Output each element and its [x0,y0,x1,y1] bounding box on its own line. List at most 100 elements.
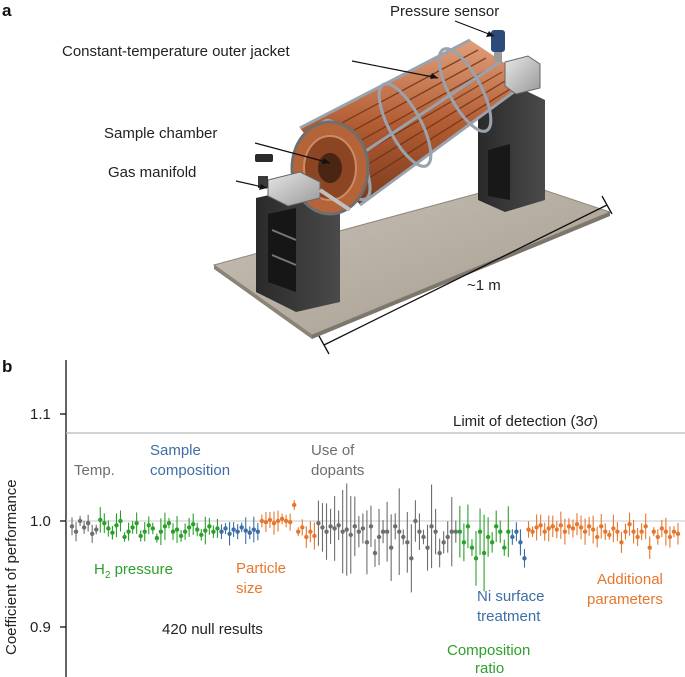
data-point [441,540,446,545]
gas-manifold [255,154,352,212]
data-point [578,525,584,530]
data-point [94,527,99,532]
data-point [582,529,588,534]
data-point [445,534,450,540]
data-point [98,517,103,523]
data-point [239,525,244,530]
data-point [607,532,612,538]
data-point [114,523,119,528]
data-point [215,526,220,531]
data-point [655,534,660,540]
data-point [506,529,511,534]
data-point [122,534,127,540]
data-point [550,524,555,529]
data-point [146,523,151,528]
data-point [110,530,115,535]
data-point [267,517,273,523]
data-point [186,525,192,530]
data-point [364,540,370,545]
data-point [251,527,256,532]
group-label-composition-ratio-2: ratio [475,660,504,677]
data-point [207,524,212,529]
data-point [413,518,418,524]
data-point [118,518,123,524]
data-point [328,524,333,529]
data-point [259,518,265,524]
data-point [158,529,164,534]
panel-b-letter: b [2,357,12,376]
data-point [275,518,281,524]
group-label-temp: Temp. [74,462,115,479]
data-point [312,533,317,539]
data-point [368,524,374,529]
data-point [562,529,568,534]
data-point [344,527,349,532]
data-point [534,525,539,530]
left-stand [256,188,340,312]
data-point [429,524,434,529]
data-point [376,534,382,540]
data-point [384,529,390,534]
data-point [150,526,155,531]
panel-b-chart: 1.1 1.0 0.9 Coefficient of performance L… [3,360,685,677]
data-point [635,534,640,540]
data-point [162,524,168,529]
data-point [421,534,426,540]
data-point [81,525,87,530]
data-point [542,529,547,534]
data-point [615,529,620,534]
data-point [195,527,200,532]
data-point [417,529,422,534]
data-point [526,527,531,532]
group-label-composition-ratio-1: Composition [447,642,530,659]
data-point [595,534,600,540]
panel-a-annotations: Pressure sensor Constant-temperature out… [62,3,613,355]
data-point [546,526,551,531]
data-point [219,529,224,534]
data-point [90,531,95,537]
data-point [518,540,523,545]
y-tick-label-1-0: 1.0 [30,513,51,530]
data-point [453,529,458,534]
data-point [296,529,301,534]
pressure-sensor [491,30,541,95]
data-points [69,483,681,593]
data-point [659,526,665,531]
data-point [320,525,325,530]
data-point [191,522,196,527]
data-point [316,520,321,526]
data-point [401,534,406,540]
data-point [667,534,673,540]
limit-of-detection-label: Limit of detection (3σ) [453,413,598,430]
data-point [279,516,285,522]
data-point [473,556,479,561]
data-point [138,533,143,539]
data-point [643,524,648,529]
group-label-dopants-1: Use of [311,442,355,459]
data-point [611,526,616,531]
data-point [130,525,135,530]
data-point [154,535,160,541]
data-point [235,529,240,534]
data-point [498,529,503,534]
y-tick-label-0-9: 0.9 [30,619,51,636]
data-point [356,529,362,534]
data-point [170,529,176,534]
data-point [514,529,519,534]
data-point [360,526,366,531]
panel-a-letter: a [2,1,12,20]
data-point [449,529,454,534]
label-outer-jacket: Constant-temperature outer jacket [62,43,290,60]
data-point [388,545,394,550]
data-point [457,529,463,534]
data-point [174,527,180,532]
data-point [287,519,293,525]
data-point [558,523,564,528]
data-point [380,529,386,534]
group-label-additional-2: parameters [587,591,663,608]
data-point [352,524,357,529]
data-point [627,522,632,527]
data-point [590,527,596,532]
group-label-particle-size-2: size [236,580,263,597]
